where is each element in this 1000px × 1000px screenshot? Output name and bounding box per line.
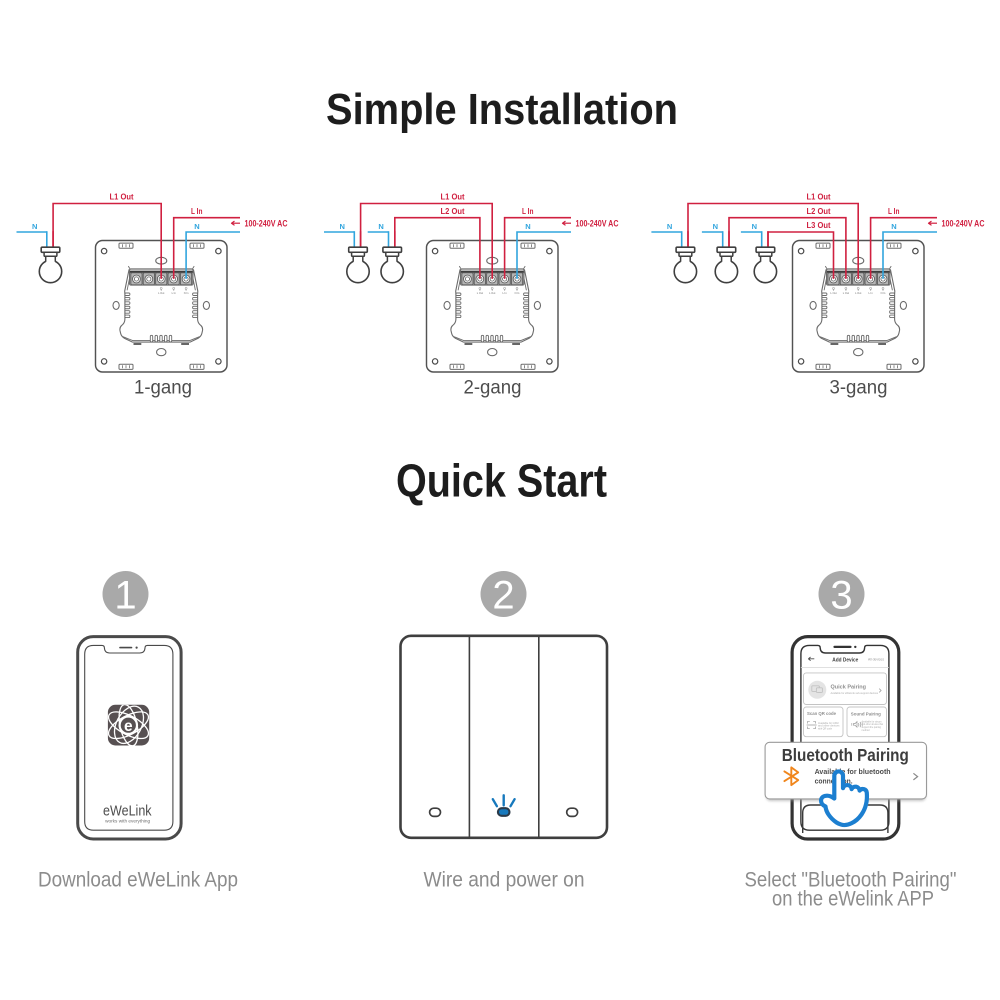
svg-text:L In: L In [191,206,203,216]
svg-text:Bluetooth Pairing: Bluetooth Pairing [782,745,909,765]
svg-text:100-240V AC: 100-240V AC [942,219,985,229]
svg-text:N: N [752,222,757,231]
svg-text:3: 3 [830,574,852,618]
svg-text:L In: L In [522,206,534,216]
svg-text:100-240V AC: 100-240V AC [576,219,619,229]
svg-text:Simple Installation: Simple Installation [326,85,678,134]
svg-text:with QR code: with QR code [818,727,833,730]
svg-text:Quick Start: Quick Start [396,455,607,507]
svg-text:Wire and power on: Wire and power on [424,868,585,892]
svg-text:N: N [713,222,718,231]
svg-text:1: 1 [114,574,136,618]
svg-text:L1 Out: L1 Out [110,192,134,202]
svg-text:Select "Bluetooth Pairing": Select "Bluetooth Pairing" [745,868,957,892]
svg-text:eWeLink: eWeLink [103,804,152,820]
svg-text:N: N [667,222,672,231]
svg-text:method: method [862,729,871,732]
svg-text:L3 Out: L3 Out [807,220,831,230]
svg-text:L Out: L Out [855,291,862,295]
svg-text:Available for aircon: Available for aircon [862,720,883,723]
svg-text:e: e [124,718,133,735]
svg-text:L In: L In [502,291,507,295]
svg-text:L2 Out: L2 Out [441,206,465,216]
svg-text:N: N [891,222,896,231]
svg-text:L2 Out: L2 Out [807,206,831,216]
svg-text:3-gang: 3-gang [830,378,888,399]
svg-text:L1 Out: L1 Out [807,192,831,202]
svg-text:100-240V AC: 100-240V AC [245,219,288,229]
svg-text:N: N [378,222,383,231]
svg-text:support the pairing: support the pairing [862,726,882,729]
svg-text:L1 Out: L1 Out [441,192,465,202]
svg-text:Scan QR code: Scan QR code [807,711,837,716]
svg-text:Download eWeLink App: Download eWeLink App [38,868,238,892]
svg-text:L In: L In [868,291,873,295]
svg-text:L Out: L Out [843,291,850,295]
svg-text:Add Device: Add Device [832,657,858,663]
svg-text:and other devices that: and other devices that [862,723,884,726]
svg-text:N In: N In [881,291,886,295]
svg-text:N In: N In [515,291,520,295]
svg-text:L In: L In [888,206,900,216]
svg-text:on the eWelink APP: on the eWelink APP [772,887,934,911]
svg-text:N: N [525,222,530,231]
svg-text:N: N [32,222,37,231]
svg-text:N: N [194,222,199,231]
svg-text:L Out: L Out [158,291,165,295]
svg-text:1-gang: 1-gang [134,378,192,399]
svg-text:L Out: L Out [477,291,484,295]
svg-text:2: 2 [492,574,514,618]
svg-text:N: N [339,222,344,231]
svg-text:2-gang: 2-gang [464,378,522,399]
svg-text:L In: L In [172,291,177,295]
svg-text:All devices: All devices [868,658,884,662]
svg-text:Quick Pairing: Quick Pairing [831,684,867,690]
svg-text:Available for eWeLink sub-supp: Available for eWeLink sub-support device… [831,691,879,695]
svg-text:Available for bluetooth: Available for bluetooth [815,769,891,776]
svg-text:Available for GSM: Available for GSM [818,722,839,725]
svg-text:works with everything: works with everything [105,819,150,824]
svg-text:and other devices: and other devices [818,725,840,728]
svg-text:L Out: L Out [830,291,837,295]
svg-text:L Out: L Out [489,291,496,295]
svg-text:Sound Pairing: Sound Pairing [851,712,881,717]
svg-text:N In: N In [184,291,189,295]
